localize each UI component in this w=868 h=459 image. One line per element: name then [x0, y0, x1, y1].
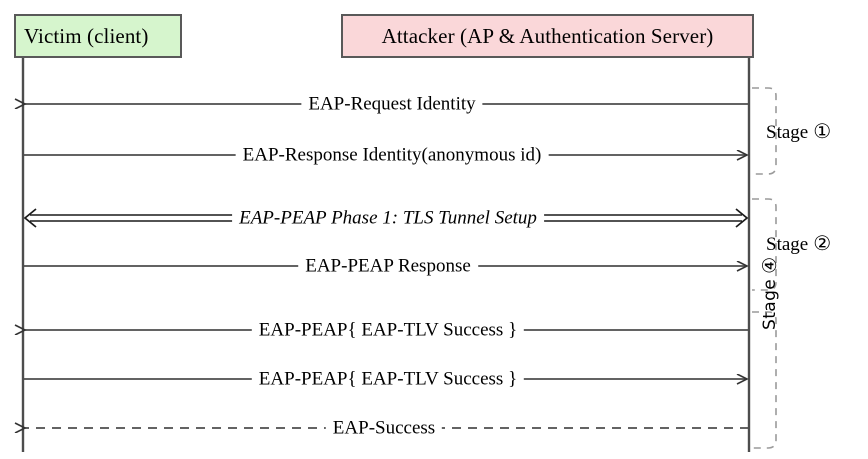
- stage-label-1: Stage ①: [766, 122, 831, 142]
- message-label-eap-success: EAP-Success: [325, 418, 443, 438]
- stage-label-4: Stage ④: [759, 256, 781, 330]
- message-label-eap-tlv-success-up: EAP-PEAP{ EAP-TLV Success }: [251, 369, 525, 389]
- stage-label-2: Stage ②: [766, 234, 831, 254]
- stage-label-1-text: Stage: [766, 121, 809, 143]
- actor-box-attacker[interactable]: Attacker (AP & Authentication Server): [341, 14, 754, 58]
- message-label-eap-response-identity: EAP-Response Identity(anonymous id): [235, 145, 549, 165]
- message-label-eap-request-identity: EAP-Request Identity: [301, 94, 483, 114]
- stage-label-4-number: ④: [759, 256, 781, 274]
- actor-label-attacker: Attacker (AP & Authentication Server): [381, 23, 714, 48]
- stage-label-1-number: ①: [813, 121, 832, 143]
- message-label-eap-tlv-success-down: EAP-PEAP{ EAP-TLV Success }: [251, 320, 525, 340]
- message-label-eap-peap-response: EAP-PEAP Response: [298, 256, 478, 276]
- message-label-tls-tunnel-setup: EAP-PEAP Phase 1: TLS Tunnel Setup: [232, 208, 544, 228]
- stage-bracket-1: [752, 87, 777, 175]
- actor-label-victim: Victim (client): [24, 23, 149, 48]
- stage-bracket-4: [752, 311, 777, 449]
- stage-label-4-text: Stage: [760, 278, 780, 330]
- actor-box-victim[interactable]: Victim (client): [14, 14, 182, 58]
- stage-label-2-text: Stage: [766, 233, 809, 255]
- stage-bracket-2: [752, 198, 777, 291]
- stage-label-2-number: ②: [813, 233, 832, 255]
